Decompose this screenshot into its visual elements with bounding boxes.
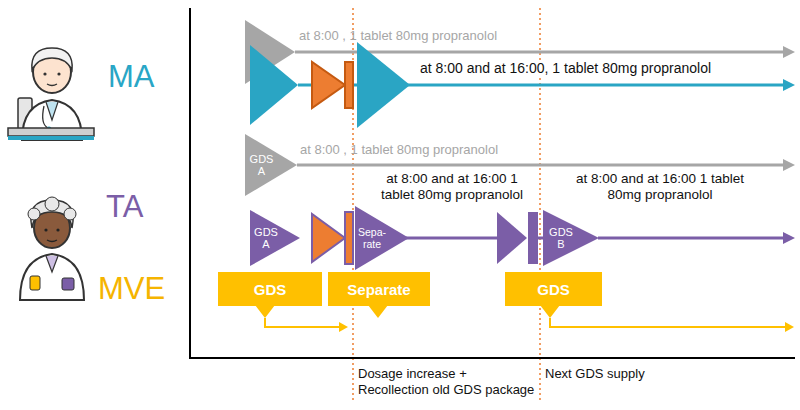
arrow-head	[339, 322, 348, 332]
start-triangle	[250, 45, 298, 125]
stop-bar	[345, 212, 353, 264]
supply-arrow	[550, 318, 786, 327]
lane-label: MA	[108, 60, 155, 94]
supply-box: GDS	[218, 272, 322, 306]
stop-bar	[345, 62, 353, 108]
phase-triangle: Sepa- rate	[355, 206, 409, 270]
dosage-note: at 8:00 , 1 tablet 80mg propranolol	[299, 28, 497, 44]
box-pointer	[540, 305, 560, 318]
arrow-head	[783, 159, 795, 171]
arrow-head	[785, 322, 794, 332]
phase-triangle: GDS A	[250, 210, 300, 266]
triangle-fill	[543, 210, 599, 266]
stop-triangle	[497, 212, 527, 264]
triangle-fill	[355, 206, 409, 270]
dosage-note: at 8:00 and at 16:00 1 tablet 80mg propr…	[572, 171, 748, 203]
phase-triangle: GDS A	[245, 134, 297, 196]
timeline-arrow	[297, 164, 785, 167]
node-text: GDS A	[251, 210, 281, 266]
dosage-note: at 8:00 , 1 tablet 80mg propranolol	[300, 142, 498, 158]
node-text: Sepa- rate	[356, 206, 388, 270]
stop-triangle	[312, 62, 345, 108]
node-text: GDS A	[246, 134, 277, 196]
stop-triangle	[312, 214, 345, 262]
arrow-head	[783, 79, 795, 91]
box-pointer	[255, 305, 275, 318]
node-text: Separate	[347, 281, 410, 298]
box-pointer	[368, 305, 388, 318]
node-text: GDS B	[544, 210, 578, 266]
axes	[190, 8, 795, 358]
dosage-note: at 8:00 and at 16:00 1 tablet 80mg propr…	[368, 171, 536, 203]
triangle-fill	[245, 134, 297, 196]
lane-label: TA	[106, 190, 143, 224]
phase-triangle: GDS B	[543, 210, 599, 266]
supply-arrow	[265, 318, 340, 327]
supply-box: Separate	[328, 272, 430, 306]
timeline-line	[538, 237, 543, 240]
triangle-fill	[250, 210, 300, 266]
timeline-arrow	[598, 237, 785, 240]
arrow-head	[783, 46, 795, 58]
doctor-icon	[8, 48, 94, 140]
supply-box: GDS	[505, 272, 602, 306]
event-note: Next GDS supply	[545, 366, 645, 382]
dosage-note: at 8:00 and at 16:00, 1 tablet 80mg prop…	[418, 60, 713, 76]
stop-bar	[528, 212, 538, 264]
lane-label: MVE	[98, 272, 165, 306]
node-text: GDS	[254, 281, 287, 298]
pharmacist-icon	[20, 197, 84, 300]
arrow-head	[783, 232, 795, 244]
event-note: Dosage increase + Recollection old GDS p…	[358, 366, 536, 398]
timeline-line	[406, 237, 497, 240]
node-text: GDS	[537, 281, 570, 298]
start-triangle	[357, 42, 410, 128]
